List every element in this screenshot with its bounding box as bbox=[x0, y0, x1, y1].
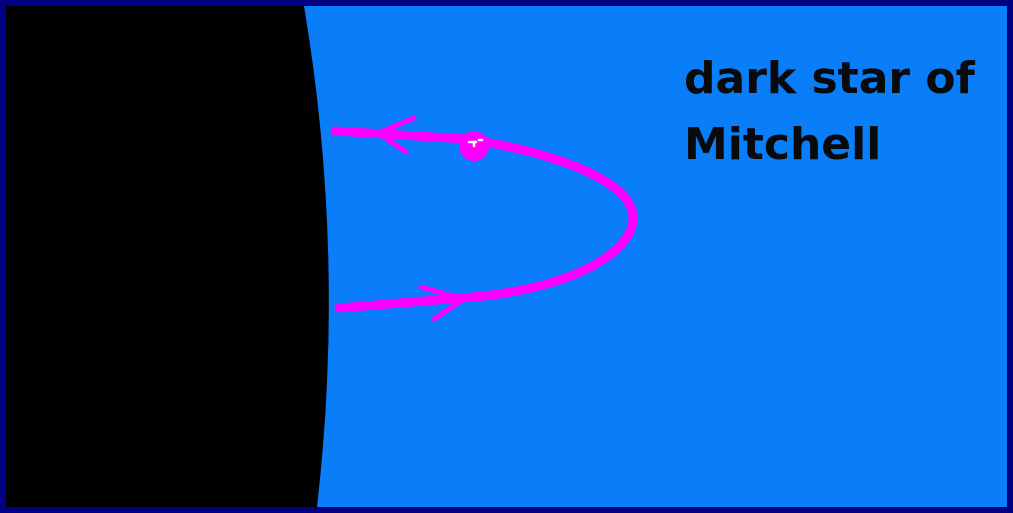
title-line-2: Mitchell bbox=[684, 112, 984, 178]
dark-star-body bbox=[6, 6, 329, 507]
title-line-1: dark star of bbox=[684, 46, 984, 112]
diagram-title: dark star of Mitchell bbox=[684, 46, 984, 178]
